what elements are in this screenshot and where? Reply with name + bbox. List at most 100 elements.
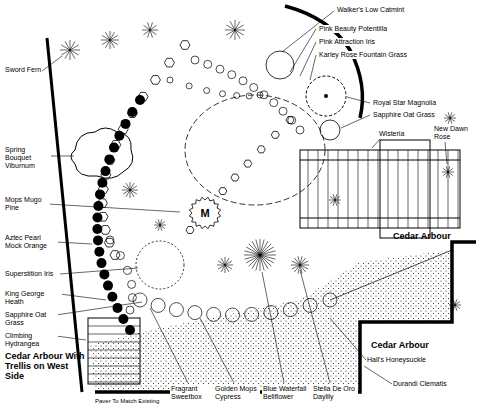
plant-label: Sword Fern bbox=[4, 66, 42, 74]
perennial bbox=[207, 307, 221, 321]
hex-plant bbox=[180, 41, 190, 50]
plant-label: Climbing Hydrangea bbox=[4, 332, 58, 348]
plant-label: King George Heath bbox=[4, 290, 62, 306]
grass-plant bbox=[154, 219, 166, 230]
leader-line bbox=[347, 97, 370, 103]
plant-label: Hall's Honeysuckle bbox=[366, 356, 427, 364]
grass-plant bbox=[442, 166, 454, 177]
hex-plant bbox=[138, 92, 148, 101]
perennial bbox=[116, 252, 124, 260]
magnolia bbox=[306, 76, 346, 116]
perennial bbox=[188, 306, 202, 320]
arbour-slat bbox=[418, 150, 419, 228]
leader-line bbox=[330, 318, 366, 360]
perennial bbox=[323, 293, 337, 307]
plant-label: Pink Attraction Iris bbox=[318, 38, 376, 46]
arbour-slat bbox=[378, 150, 379, 228]
plant-label: Fragrant Sweetbox bbox=[170, 385, 214, 401]
hedge-plant bbox=[118, 314, 128, 324]
hex-plant bbox=[100, 226, 110, 235]
hex-plant bbox=[97, 199, 107, 208]
hedge-plant bbox=[109, 143, 119, 153]
leader-line bbox=[341, 115, 370, 128]
perennial bbox=[257, 92, 263, 98]
shrub bbox=[320, 120, 340, 140]
perennial bbox=[124, 266, 132, 274]
hex-plant bbox=[231, 174, 239, 181]
perennial bbox=[226, 308, 240, 322]
plant-label: Golden Mops Cypress bbox=[214, 385, 260, 401]
hedge-plant bbox=[94, 247, 104, 257]
perennial bbox=[288, 116, 296, 124]
perennial bbox=[245, 307, 259, 321]
arbour-slat bbox=[458, 150, 459, 228]
shrub bbox=[266, 51, 294, 79]
trellis-slat bbox=[88, 366, 140, 367]
trellis-slat bbox=[88, 374, 140, 375]
hedge-plant bbox=[103, 281, 113, 291]
plant-label: Blue Waterfall Bellflower bbox=[262, 385, 312, 401]
arbour-slat bbox=[368, 150, 369, 228]
perennial bbox=[220, 91, 226, 97]
plant-label: Aztec Pearl Mock Orange bbox=[4, 234, 58, 250]
plant-label: Walker's Low Catmint bbox=[336, 6, 405, 14]
viburnum bbox=[71, 128, 133, 178]
arbour-slat bbox=[438, 150, 439, 228]
plant-label: Wisteria bbox=[378, 130, 405, 138]
perennial bbox=[239, 77, 247, 85]
hex-plant bbox=[111, 140, 121, 149]
hex-plant bbox=[127, 109, 137, 118]
perennial bbox=[126, 306, 134, 314]
perennial bbox=[216, 65, 224, 73]
leader-line bbox=[262, 272, 284, 383]
plant-label: Durandi Clematis bbox=[392, 380, 448, 388]
plant-label: Spring Bouquet Viburnum bbox=[4, 146, 51, 170]
hedge-plant bbox=[125, 325, 135, 335]
grass-plant bbox=[122, 182, 138, 198]
plant-label: Royal Star Magnolia bbox=[372, 99, 437, 107]
leader-line bbox=[56, 242, 92, 244]
plant-label: Superstition Iris bbox=[4, 270, 54, 278]
plant-label: Stella De Oro Daylily bbox=[312, 385, 358, 401]
hedge-plant bbox=[114, 131, 124, 141]
perennial bbox=[151, 298, 165, 312]
hex-plant bbox=[164, 58, 174, 67]
perennial bbox=[246, 93, 252, 99]
leader-line bbox=[200, 318, 234, 383]
arbour-slat bbox=[428, 150, 429, 228]
hedge-plant bbox=[93, 235, 103, 245]
leader-line bbox=[56, 336, 86, 340]
structure-label: Cedar Arbour With Trellis on West Side bbox=[4, 351, 90, 381]
plant-label: New Dawn Rose bbox=[433, 125, 480, 141]
grass-plant bbox=[444, 112, 456, 123]
arbour-slat bbox=[448, 150, 449, 228]
plant-label: Sapphire Oat Grass bbox=[4, 311, 58, 327]
plant-label: Paver To Match Existing bbox=[94, 398, 160, 405]
perennial bbox=[296, 126, 304, 134]
hedge-plant bbox=[107, 292, 117, 302]
leader-line bbox=[60, 294, 106, 300]
structure-label: Cedar Arbour bbox=[370, 340, 430, 350]
hex-plant bbox=[257, 146, 265, 153]
perennial bbox=[191, 56, 199, 64]
wall bbox=[285, 6, 362, 118]
plant-symbol-letter: M bbox=[188, 196, 222, 230]
leader-line bbox=[372, 139, 380, 148]
plant-label: Pink Beauty Potentilla bbox=[318, 25, 388, 33]
perennial bbox=[128, 280, 136, 288]
arbour-slat bbox=[328, 150, 329, 228]
grass-plant bbox=[101, 31, 119, 49]
leader-line bbox=[48, 204, 180, 212]
perennial bbox=[303, 298, 317, 312]
cedar-arbour bbox=[300, 140, 460, 238]
hedge-plant bbox=[113, 303, 123, 313]
structure-label: Cedar Arbour bbox=[392, 231, 452, 241]
perennial bbox=[283, 303, 297, 317]
perennial bbox=[270, 99, 278, 107]
hex-plant bbox=[271, 131, 279, 138]
grass-plant bbox=[60, 40, 80, 60]
hex-plant bbox=[186, 227, 194, 234]
arbour-slat bbox=[318, 150, 319, 228]
leader-line bbox=[60, 268, 138, 274]
arbour-slat bbox=[408, 150, 409, 228]
